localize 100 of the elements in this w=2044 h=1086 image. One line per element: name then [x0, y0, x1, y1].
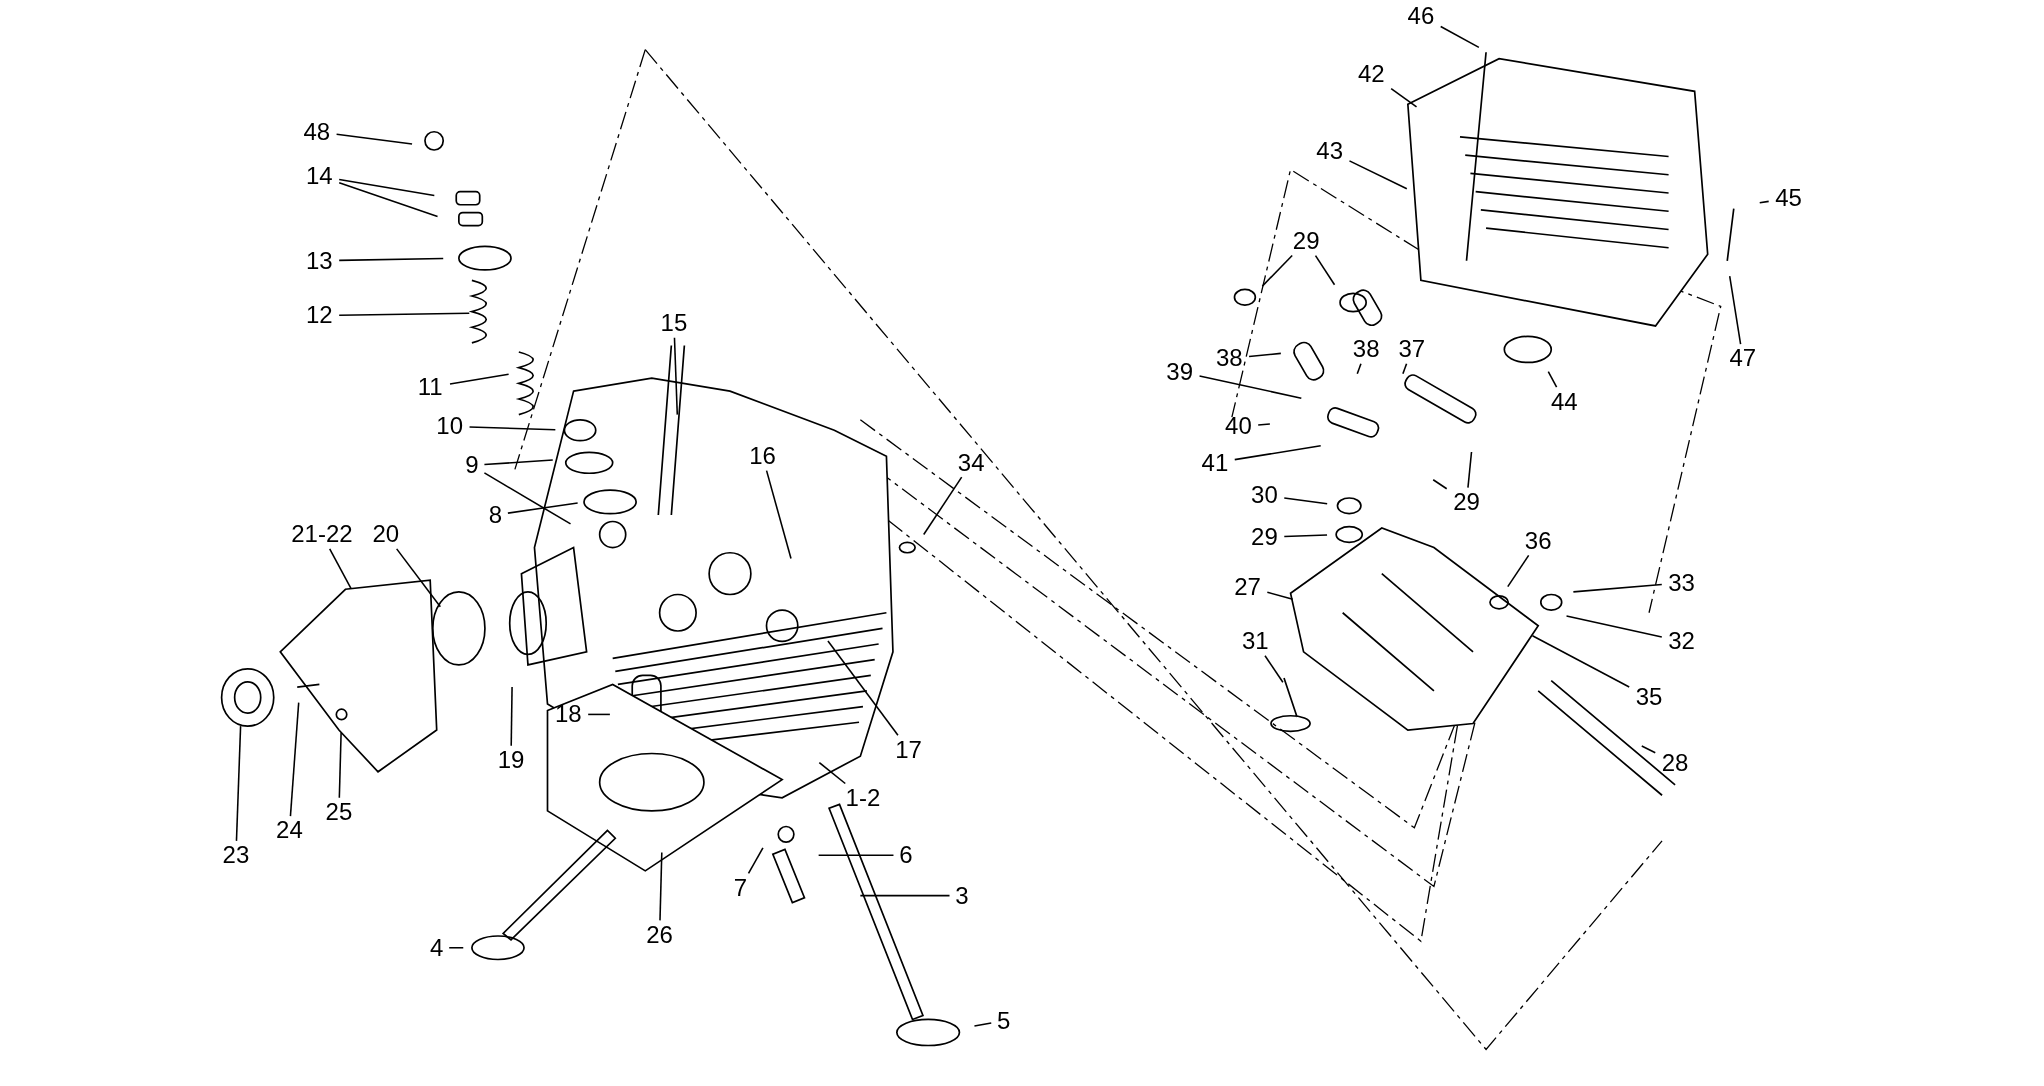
callout-number: 46 — [1407, 3, 1435, 28]
callout-number: 6 — [899, 843, 913, 868]
callout-number: 48 — [303, 119, 331, 144]
leader-line — [1402, 363, 1408, 375]
leader-line — [1467, 451, 1473, 489]
callout-number: 29 — [1292, 229, 1320, 254]
callout-number: 26 — [646, 922, 673, 947]
leader-line — [338, 178, 436, 197]
leader-line — [1198, 375, 1303, 399]
callout-number: 25 — [325, 800, 353, 825]
leader-line — [1356, 363, 1362, 375]
callout-number: 1-2 — [845, 785, 881, 810]
callout-number: 42 — [1358, 62, 1385, 87]
callout-number: 18 — [555, 702, 582, 727]
callout-number: 41 — [1201, 450, 1229, 475]
callout-number: 10 — [436, 414, 464, 439]
callout-number: 29 — [1251, 525, 1278, 550]
callout-number: 21-22 — [291, 522, 353, 547]
callout-number: 33 — [1668, 570, 1695, 595]
callout-number: 29 — [1453, 489, 1480, 514]
callout-number: 40 — [1225, 414, 1252, 439]
callout-number: 8 — [488, 502, 502, 527]
callout-number: 9 — [465, 453, 479, 478]
callout-number: 44 — [1550, 389, 1578, 414]
leader-line — [659, 851, 663, 922]
leader-line — [1390, 87, 1418, 108]
callout-number: 15 — [660, 311, 688, 336]
leader-line — [1507, 554, 1530, 588]
leader-line — [1432, 478, 1448, 490]
callout-number: 13 — [306, 248, 333, 273]
callout-number: 17 — [895, 737, 922, 762]
callout-number: 5 — [997, 1008, 1011, 1033]
leader-line — [673, 336, 679, 416]
callout-number: 45 — [1775, 186, 1802, 211]
leader-line — [1283, 534, 1328, 538]
callout-number: 43 — [1316, 139, 1343, 164]
callout-number: 3 — [955, 883, 969, 908]
leader-line — [1348, 160, 1408, 190]
leader-line — [448, 947, 465, 949]
leader-line — [1261, 254, 1293, 287]
callout-number: 39 — [1166, 359, 1194, 384]
leader-line — [1572, 583, 1663, 593]
leader-line — [468, 426, 557, 431]
leader-line — [1283, 497, 1328, 505]
callout-number: 47 — [1729, 346, 1757, 371]
callout-number: 28 — [1661, 750, 1689, 775]
leader-line — [1257, 423, 1271, 426]
leader-line — [1233, 445, 1322, 461]
leader-line — [338, 312, 471, 316]
leader-line — [1314, 254, 1336, 286]
callout-number: 37 — [1398, 337, 1426, 362]
leader-line — [1728, 275, 1742, 345]
leader-line — [338, 182, 439, 218]
leader-line — [747, 847, 764, 875]
callout-number: 7 — [733, 875, 748, 900]
leader-line — [765, 469, 792, 560]
leader-line — [1547, 370, 1558, 388]
callout-number: 23 — [222, 843, 250, 868]
leader-line — [859, 894, 951, 897]
leader-line — [817, 854, 895, 856]
callout-number: 14 — [306, 163, 333, 188]
leader-line — [235, 725, 242, 842]
leader-line — [1248, 352, 1282, 358]
leader-line — [483, 472, 572, 525]
callout-number: 32 — [1668, 629, 1695, 654]
callout-number: 27 — [1234, 574, 1261, 599]
callout-number: 35 — [1635, 685, 1663, 710]
callout-number: 31 — [1242, 629, 1269, 654]
leader-line — [587, 713, 611, 716]
callout-number: 11 — [417, 375, 443, 400]
leader-line — [335, 133, 413, 145]
callout-number: 38 — [1352, 337, 1380, 362]
callout-number: 19 — [497, 747, 525, 772]
leader-line — [922, 476, 963, 536]
leader-line — [328, 548, 352, 590]
callout-number: 24 — [276, 818, 303, 843]
leader-line — [507, 502, 579, 514]
leader-line — [818, 761, 847, 785]
callout-number: 30 — [1251, 483, 1278, 508]
leader-line — [449, 373, 510, 385]
leader-line — [1565, 615, 1663, 638]
leader-line — [510, 686, 513, 747]
callout-number: 38 — [1215, 346, 1243, 371]
callout-number: 34 — [957, 450, 985, 475]
callout-number: 20 — [372, 522, 400, 547]
leader-line — [289, 701, 300, 817]
leader-line — [1439, 25, 1480, 49]
callout-number: 12 — [306, 303, 333, 328]
leader-line — [395, 548, 442, 608]
leader-line — [973, 1022, 992, 1027]
callout-number: 16 — [749, 444, 776, 469]
callout-number: 4 — [430, 935, 444, 960]
leader-line — [1531, 634, 1630, 688]
leader-line — [338, 257, 444, 262]
leader-line — [1266, 591, 1294, 601]
leader-line — [1758, 200, 1770, 204]
leader-line — [1641, 745, 1657, 754]
callout-number: 36 — [1524, 528, 1552, 553]
leader-line — [1264, 655, 1284, 683]
leader-line — [338, 731, 342, 799]
